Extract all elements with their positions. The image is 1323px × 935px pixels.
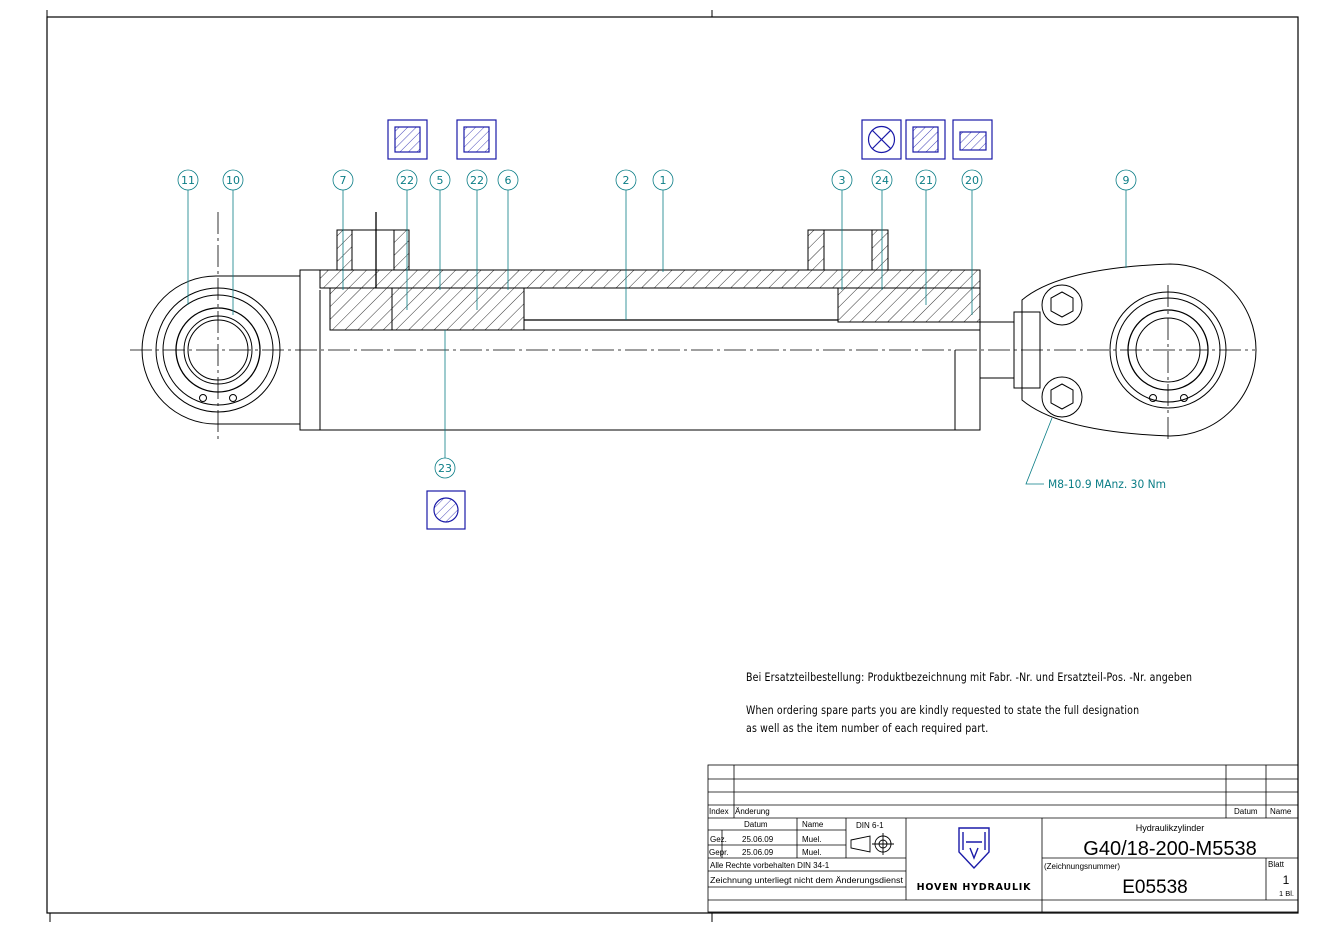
balloon-23 [434, 330, 456, 479]
din-label: DIN 6-1 [856, 821, 884, 830]
index-header: Index [709, 807, 729, 816]
balloon-6 [497, 169, 519, 290]
drawn-label: Gez. [710, 835, 727, 844]
balloon-2 [615, 169, 637, 320]
balloon-11 [177, 169, 199, 305]
designation: G40/18-200-M5538 [1083, 838, 1256, 860]
balloon-label: 6 [505, 174, 512, 187]
balloon-label: 10 [226, 174, 240, 187]
change-header: Änderung [735, 807, 770, 816]
drawing-number-label: (Zeichnungsnummer) [1044, 862, 1120, 871]
balloon-label: 5 [437, 174, 444, 187]
sheet-total: 1 Bl. [1279, 889, 1294, 898]
revision-name-header: Name [1270, 807, 1292, 816]
spare-parts-note-en-1: When ordering spare parts you are kindly… [746, 703, 1140, 717]
balloon-labels: 11 10 7 22 5 22 6 2 1 3 24 21 20 9 23 [181, 174, 1130, 475]
product-name: Hydraulikzylinder [1136, 823, 1205, 833]
date-col-header: Datum [744, 820, 768, 829]
balloon-label: 7 [340, 174, 347, 187]
balloon-22b [466, 169, 488, 310]
balloon-10 [222, 169, 244, 315]
drawing-frame [46, 10, 1299, 922]
checked-label: Gepr. [709, 848, 729, 857]
sheet-label: Blatt [1268, 860, 1285, 869]
drawn-date: 25.06.09 [742, 835, 774, 844]
spare-parts-note-de: Bei Ersatzteilbestellung: Produktbezeich… [746, 670, 1193, 684]
company-logo [958, 827, 990, 870]
drawing-number: E05538 [1122, 877, 1188, 898]
balloon-label: 9 [1123, 174, 1130, 187]
balloon-label: 3 [839, 174, 846, 187]
cylinder-body [299, 212, 981, 431]
balloon-label: 21 [919, 174, 933, 187]
checked-name: Muel. [802, 848, 822, 857]
balloon-1 [652, 169, 674, 272]
balloon-label: 20 [965, 174, 979, 187]
torque-note: M8-10.9 MAnz. 30 Nm [1048, 477, 1166, 491]
balloon-3 [831, 169, 853, 290]
position-balloons [177, 169, 1137, 485]
balloon-label: 23 [438, 462, 452, 475]
balloon-9 [1115, 169, 1137, 268]
balloon-label: 1 [660, 174, 667, 187]
balloon-21 [915, 169, 937, 305]
balloon-22a [396, 169, 418, 310]
piston-rod [979, 311, 1041, 389]
sheet-number: 1 [1283, 873, 1290, 887]
projection-symbol-icon [850, 833, 894, 855]
company-name: HOVEN HYDRAULIK [917, 882, 1032, 893]
balloon-7 [332, 169, 354, 290]
change-service-note: Zeichnung unterliegt nicht dem Änderungs… [710, 876, 904, 885]
rod-eye [1021, 263, 1257, 440]
revision-date-header: Datum [1234, 807, 1258, 816]
spare-parts-note-en-2: as well as the item number of each requi… [746, 721, 989, 735]
rear-eye [141, 212, 300, 440]
balloon-24 [871, 169, 893, 290]
checked-date: 25.06.09 [742, 848, 774, 857]
balloon-label: 24 [875, 174, 889, 187]
torque-leader [1025, 417, 1053, 485]
balloon-label: 22 [400, 174, 414, 187]
balloon-label: 2 [623, 174, 630, 187]
rights-note: Alle Rechte vorbehalten DIN 34-1 [710, 861, 830, 870]
balloon-label: 11 [181, 174, 195, 187]
balloon-20 [961, 169, 983, 315]
name-col-header: Name [802, 820, 824, 829]
drawn-name: Muel. [802, 835, 822, 844]
seal-symbols [387, 119, 993, 530]
title-block-lines [707, 764, 1299, 913]
balloon-5 [429, 169, 451, 290]
balloon-label: 22 [470, 174, 484, 187]
